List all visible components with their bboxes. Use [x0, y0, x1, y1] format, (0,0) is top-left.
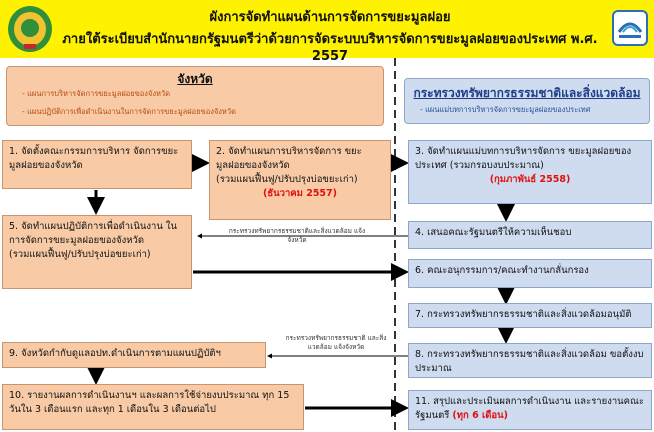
step-7-box: 7. กระทรวงทรัพยากรธรรมชาติและสิ่งแวดล้อม… — [408, 303, 652, 328]
step-11-text: 11. สรุปและประเมินผลการดำเนินงาน และรายง… — [415, 396, 644, 421]
province-panel-title: จังหวัด — [177, 72, 213, 86]
header-title-line1: ผังการจัดทำแผนด้านการจัดการขยะมูลฝอย — [209, 10, 451, 25]
step-2-note: (รวมแผนฟื้นฟู/ปรับปรุงบ่อขยะเก่า) — [216, 174, 358, 185]
step-11-frequency: (ทุก 6 เดือน) — [452, 410, 508, 421]
step-5-note: (รวมแผนฟื้นฟู/ปรับปรุงบ่อขยะเก่า) — [9, 249, 151, 260]
step-10-box: 10. รายงานผลการดำเนินงานฯ และผลการใช้จ่า… — [2, 384, 304, 430]
step-8-text: 8. กระทรวงทรัพยากรธรรมชาติและสิ่งแวดล้อม… — [415, 349, 644, 374]
step-5-text: 5. จัดทำแผนปฏิบัติการเพื่อดำเนินงาน ในกา… — [9, 221, 177, 246]
step-3-box: 3. จัดทำแผนแม่บทการบริหารจัดการ ขยะมูลฝอ… — [408, 140, 652, 204]
step-6-text: 6. คณะอนุกรรมการ/คณะทำงานกลั่นกรอง — [415, 265, 589, 276]
step-4-text: 4. เสนอคณะรัฐมนตรีให้ความเห็นชอบ — [415, 227, 572, 238]
step-10-text: 10. รายงานผลการดำเนินงานฯ และผลการใช้จ่า… — [9, 390, 290, 415]
step-5-box: 5. จัดทำแผนปฏิบัติการเพื่อดำเนินงาน ในกา… — [2, 215, 192, 289]
note-ministry-notify-1: กระทรวงทรัพยากรธรรมชาติและสิ่งแวดล้อม แจ… — [228, 227, 366, 244]
step-2-text: 2. จัดทำแผนการบริหารจัดการ ขยะมูลฝอยของจ… — [216, 146, 362, 171]
step-1-box: 1. จัดตั้งคณะกรรมการบริหาร จัดการขยะมูลฝ… — [2, 140, 192, 189]
step-4-box: 4. เสนอคณะรัฐมนตรีให้ความเห็นชอบ — [408, 221, 652, 249]
step-3-date: (กุมภาพันธ์ 2558) — [489, 174, 571, 185]
header-title-line2: ภายใต้ระเบียบสำนักนายกรัฐมนตรีว่าด้วยการ… — [62, 32, 598, 64]
province-panel-item-2: - แผนปฏิบัติการเพื่อดำเนินงานในการจัดการ… — [22, 107, 236, 116]
ministry-logo-icon — [612, 10, 648, 46]
step-1-text: 1. จัดตั้งคณะกรรมการบริหาร จัดการขยะมูลฝ… — [9, 146, 179, 171]
step-6-box: 6. คณะอนุกรรมการ/คณะทำงานกลั่นกรอง — [408, 259, 652, 288]
ministry-panel-subtitle: - แผนแม่บทการบริหารจัดการขยะมูลฝอยของประ… — [420, 105, 591, 114]
province-panel-item-1: - แผนการบริหารจัดการขยะมูลฝอยของจังหวัด — [22, 89, 171, 98]
province-panel — [6, 66, 384, 126]
step-3-text: 3. จัดทำแผนแม่บทการบริหารจัดการ ขยะมูลฝอ… — [415, 146, 632, 171]
ministry-panel-title: กระทรวงทรัพยากรธรรมชาติและสิ่งแวดล้อม — [413, 86, 641, 100]
step-7-text: 7. กระทรวงทรัพยากรธรรมชาติและสิ่งแวดล้อม… — [415, 309, 632, 320]
step-8-box: 8. กระทรวงทรัพยากรธรรมชาติและสิ่งแวดล้อม… — [408, 343, 652, 378]
step-11-box: 11. สรุปและประเมินผลการดำเนินงาน และรายง… — [408, 390, 652, 430]
seal-logo-icon — [6, 4, 54, 54]
step-9-text: 9. จังหวัดกำกับดูแลอปท.ดำเนินการตามแผนปฏ… — [9, 348, 221, 359]
step-2-box: 2. จัดทำแผนการบริหารจัดการ ขยะมูลฝอยของจ… — [209, 140, 391, 220]
step-2-date: (ธันวาคม 2557) — [262, 188, 337, 199]
note-ministry-notify-2: กระทรวงทรัพยากรธรรมชาติ และสิ่งแวดล้อม แ… — [285, 334, 387, 351]
ministry-panel — [404, 78, 650, 124]
step-9-box: 9. จังหวัดกำกับดูแลอปท.ดำเนินการตามแผนปฏ… — [2, 342, 266, 368]
header-banner — [0, 0, 654, 58]
